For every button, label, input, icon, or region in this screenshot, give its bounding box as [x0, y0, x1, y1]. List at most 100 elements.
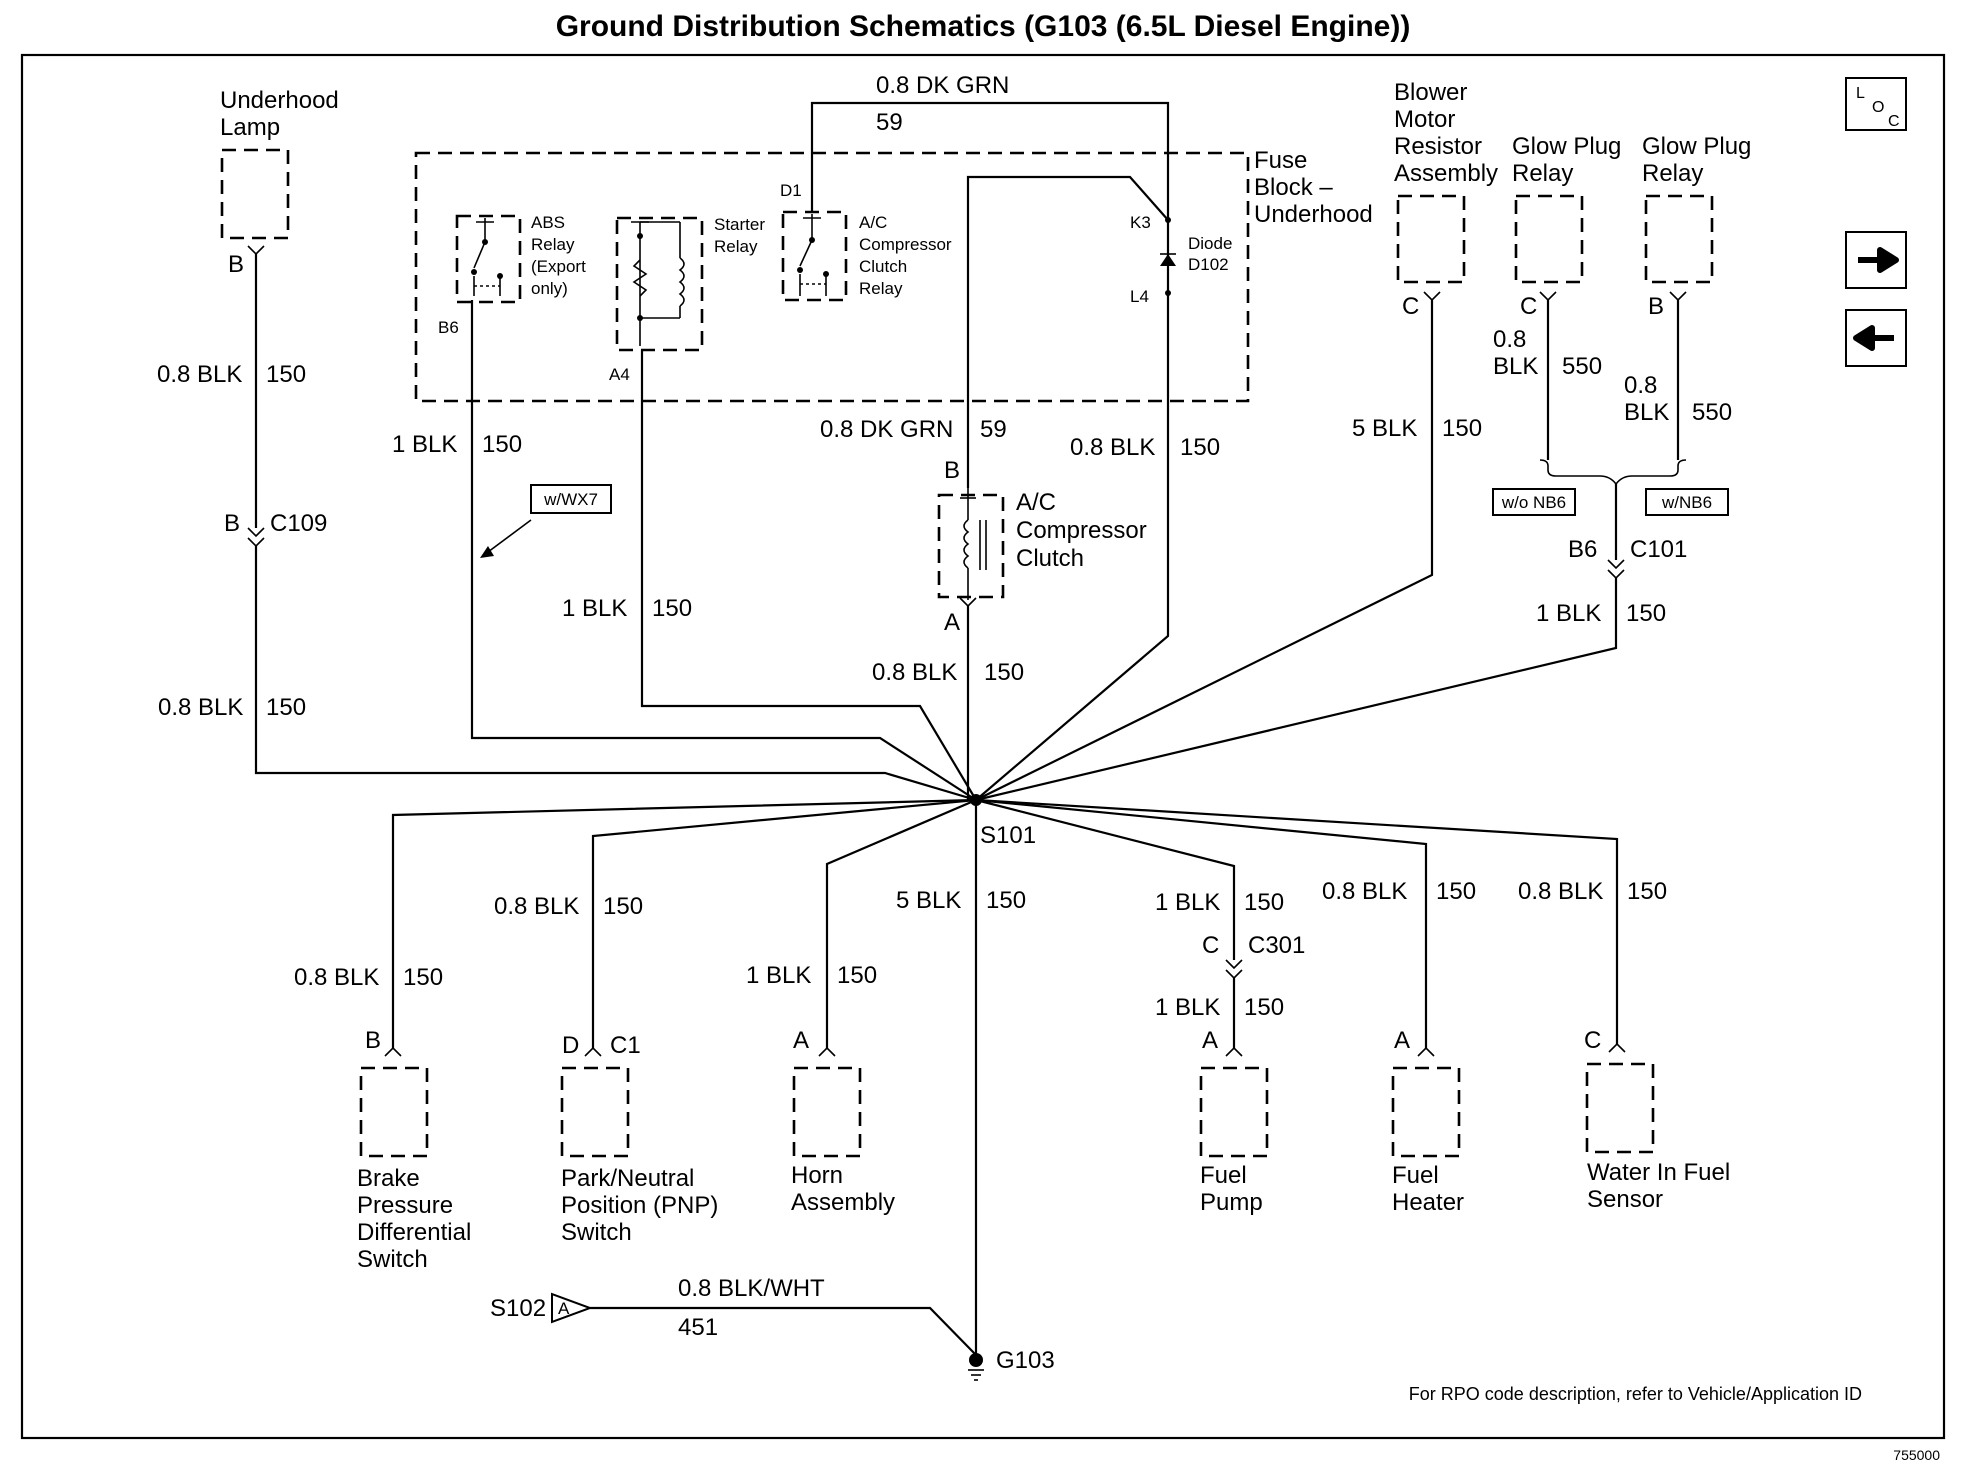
clutch-feed-color: 0.8 DK GRN: [820, 416, 953, 443]
water-label-2: Sensor: [1587, 1186, 1663, 1213]
lamp-wire-circuit: 150: [266, 361, 306, 388]
brake-pressure-switch[interactable]: [359, 1046, 429, 1158]
s102-wire-circuit: 451: [678, 1314, 718, 1341]
wire-starter[interactable]: [640, 350, 977, 801]
left-arrow-icon[interactable]: [1845, 309, 1907, 367]
glow1-wire-color-2: BLK: [1493, 353, 1538, 380]
wire-c109-to-s101[interactable]: [254, 546, 977, 802]
fuel-pump-pin: A: [1202, 1027, 1218, 1054]
diode-pin-k3: K3: [1130, 213, 1151, 232]
fuel-heater[interactable]: [1391, 1046, 1461, 1158]
wire-brake[interactable]: [391, 798, 977, 1048]
pnp-switch[interactable]: [560, 1046, 630, 1158]
wire-abs[interactable]: [470, 300, 977, 801]
clutch-gnd-circuit: 150: [984, 659, 1024, 686]
wire-dk-grn-clutch-feed[interactable]: [966, 175, 1169, 488]
fuel-pump-lower-color: 1 BLK: [1155, 994, 1220, 1021]
wire-pnp[interactable]: [591, 798, 977, 1048]
abs-relay[interactable]: [455, 214, 522, 304]
glow2-pin: B: [1648, 293, 1664, 320]
fuel-pump-label-2: Pump: [1200, 1189, 1263, 1216]
wire-fuel-pump[interactable]: [975, 798, 1236, 960]
option-wo-nb6: [1492, 488, 1576, 516]
ac-relay-label-3: Clutch: [859, 257, 907, 276]
lamp-wire-color: 0.8 BLK: [157, 361, 242, 388]
loc-icon[interactable]: L O C: [1845, 77, 1907, 131]
fuse-block-outline: [414, 151, 1250, 403]
c101-name: C101: [1630, 536, 1687, 563]
underhood-lamp-label: Underhood: [220, 87, 339, 114]
wire-dk-grn-top[interactable]: [810, 101, 1170, 220]
wire-blower[interactable]: [975, 300, 1434, 801]
horn-wire-circuit: 150: [837, 962, 877, 989]
s102-pin: A: [558, 1299, 570, 1318]
wire-water[interactable]: [975, 798, 1619, 1044]
right-arrow-icon[interactable]: [1845, 231, 1907, 289]
fuel-heater-wire-circuit: 150: [1436, 878, 1476, 905]
glow2-wire-circuit: 550: [1692, 399, 1732, 426]
ac-relay-label-2: Compressor: [859, 235, 952, 254]
blower-wire-color: 5 BLK: [1352, 415, 1417, 442]
diode-d102[interactable]: [1160, 217, 1176, 296]
abs-wire-circuit: 150: [482, 431, 522, 458]
ac-clutch-pin-b: B: [944, 457, 960, 484]
water-pin: C: [1584, 1027, 1601, 1054]
option-wx7-label: w/WX7: [543, 490, 598, 509]
ground-g103-icon[interactable]: [968, 1353, 984, 1381]
fuel-heater-label-2: Heater: [1392, 1189, 1464, 1216]
connector-c109[interactable]: [247, 527, 265, 548]
s102-wire-color: 0.8 BLK/WHT: [678, 1275, 825, 1302]
c101-wire-circuit: 150: [1626, 600, 1666, 627]
starter-relay-pin: A4: [609, 365, 630, 384]
glow1-pin: C: [1520, 293, 1537, 320]
abs-relay-label-2: Relay: [531, 235, 575, 254]
glow1-label-2: Relay: [1512, 160, 1573, 187]
fuel-pump[interactable]: [1199, 1046, 1269, 1158]
s102-name: S102: [490, 1295, 546, 1322]
abs-relay-label-4: only): [531, 279, 568, 298]
horn-label-2: Assembly: [791, 1189, 895, 1216]
pnp-label-2: Position (PNP): [561, 1192, 718, 1219]
pnp-wire-color: 0.8 BLK: [494, 893, 579, 920]
water-wire-circuit: 150: [1627, 878, 1667, 905]
splice-s102[interactable]: [551, 1292, 593, 1324]
c101-pin: B6: [1568, 536, 1597, 563]
ac-clutch-relay[interactable]: [781, 210, 848, 302]
horn-pin: A: [793, 1027, 809, 1054]
splice-s101-label: S101: [980, 822, 1036, 849]
ac-compressor-clutch[interactable]: [937, 488, 1005, 600]
option-wx7: [480, 484, 612, 558]
option-w-nb6-label: w/NB6: [1661, 493, 1712, 512]
ac-clutch-pin-a: A: [944, 609, 960, 636]
c301-pin: C: [1202, 932, 1219, 959]
abs-relay-label-3: (Export: [531, 257, 586, 276]
wire-fuel-heater[interactable]: [975, 798, 1428, 1048]
ac-clutch-label-3: Clutch: [1016, 545, 1084, 572]
fuel-pump-lower-circuit: 150: [1244, 994, 1284, 1021]
glow2-wire-color: 0.8: [1624, 372, 1657, 399]
blower-label: Blower: [1394, 79, 1467, 106]
wire-c101-to-s101[interactable]: [975, 578, 1618, 802]
wire-s102-to-g103[interactable]: [590, 1306, 977, 1356]
wire-horn[interactable]: [825, 798, 977, 1048]
fuel-heater-pin: A: [1394, 1027, 1410, 1054]
starter-relay[interactable]: [615, 216, 704, 352]
horn-assembly[interactable]: [792, 1046, 862, 1158]
wire-diode-ground[interactable]: [975, 293, 1170, 801]
fuel-heater-wire-color: 0.8 BLK: [1322, 878, 1407, 905]
horn-label: Horn: [791, 1162, 843, 1189]
water-in-fuel-sensor[interactable]: [1585, 1042, 1655, 1154]
glow-plug-relay-2[interactable]: [1644, 194, 1714, 284]
blower-motor-resistor[interactable]: [1396, 194, 1466, 284]
c109-name: C109: [270, 510, 327, 537]
connector-c101[interactable]: [1607, 559, 1625, 580]
underhood-lamp[interactable]: [220, 148, 290, 240]
diode-wire-color: 0.8 BLK: [1070, 434, 1155, 461]
glow1-wire-color: 0.8: [1493, 326, 1526, 353]
water-wire-color: 0.8 BLK: [1518, 878, 1603, 905]
underhood-lamp-label-2: Lamp: [220, 114, 280, 141]
ac-clutch-label: A/C: [1016, 489, 1056, 516]
connector-c301[interactable]: [1225, 959, 1243, 980]
glow-plug-relay-1[interactable]: [1514, 194, 1584, 284]
